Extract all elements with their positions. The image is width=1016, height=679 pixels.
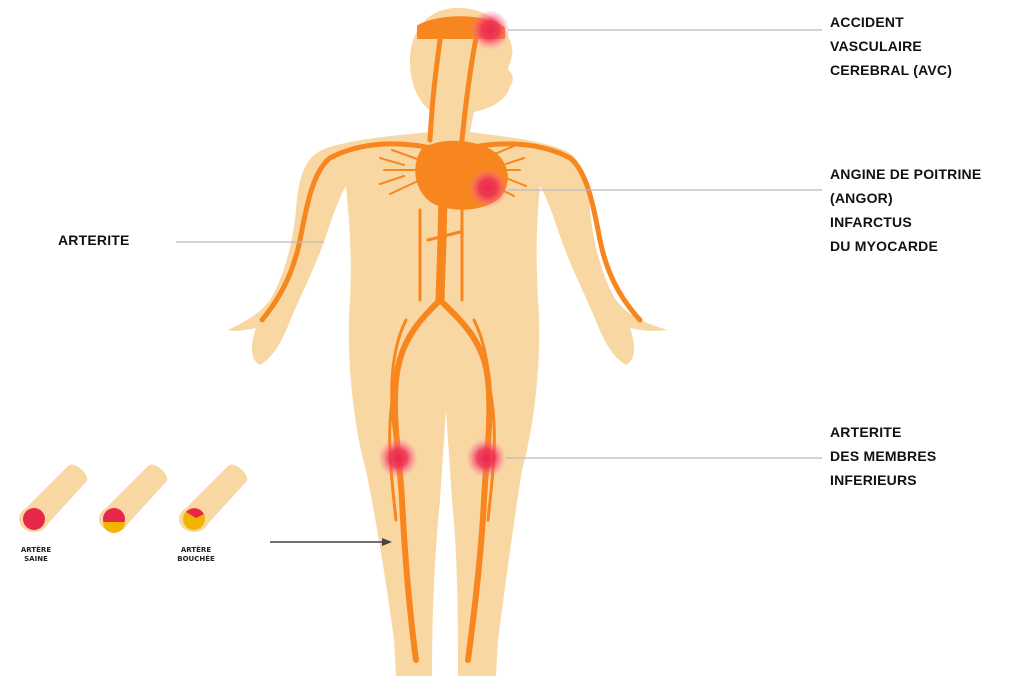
label-artere-bouchee: ARTÈRE BOUCHÉE [166, 546, 226, 564]
lesion-brain [470, 10, 510, 50]
label-artere-saine: ARTÈRE SAINE [6, 546, 66, 564]
artery-inset-partielle [99, 465, 167, 533]
label-avc: ACCIDENT VASCULAIRE CEREBRAL (AVC) [830, 10, 952, 82]
lesion-heart [468, 168, 508, 208]
aorta [440, 150, 444, 300]
artery-inset-saine [19, 465, 87, 532]
body-silhouette [228, 8, 668, 676]
lesion-knee-left [378, 438, 418, 478]
lesion-knee-right [466, 438, 506, 478]
label-arterite-membres: ARTERITE DES MEMBRES INFERIEURS [830, 420, 936, 492]
artery-inset-bouchee [179, 465, 247, 532]
label-arterite-bras: ARTERITE [58, 228, 130, 252]
label-angine: ANGINE DE POITRINE (ANGOR) INFARCTUS DU … [830, 162, 981, 258]
inset-arrow [270, 538, 392, 546]
